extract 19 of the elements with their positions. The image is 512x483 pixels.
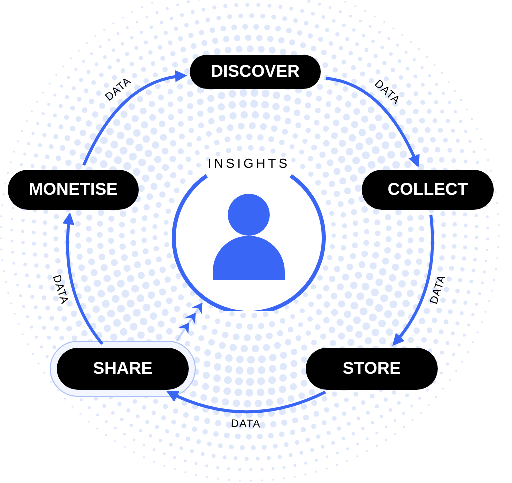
stage-pill bbox=[57, 348, 189, 390]
stage-label: STORE bbox=[342, 358, 402, 380]
stage-pill bbox=[362, 170, 494, 210]
stage-pill bbox=[8, 170, 139, 210]
curved-arrow bbox=[392, 214, 434, 346]
curved-arrow bbox=[166, 390, 326, 414]
edge-label: DATA bbox=[50, 274, 70, 306]
stage-label: SHARE bbox=[93, 358, 153, 380]
stage-label: COLLECT bbox=[388, 179, 468, 202]
stage-pill bbox=[306, 348, 438, 390]
stage-label: DISCOVER bbox=[211, 61, 300, 84]
edge-label: DATA bbox=[429, 274, 449, 306]
curved-arrow bbox=[326, 77, 420, 168]
curved-arrow bbox=[62, 212, 104, 346]
curved-arrow bbox=[82, 70, 188, 166]
circle-heading: INSIGHTS bbox=[208, 157, 290, 170]
edge-label: DATA bbox=[231, 419, 262, 431]
stage-label: MONETISE bbox=[29, 179, 118, 202]
stage-pill bbox=[190, 55, 321, 89]
